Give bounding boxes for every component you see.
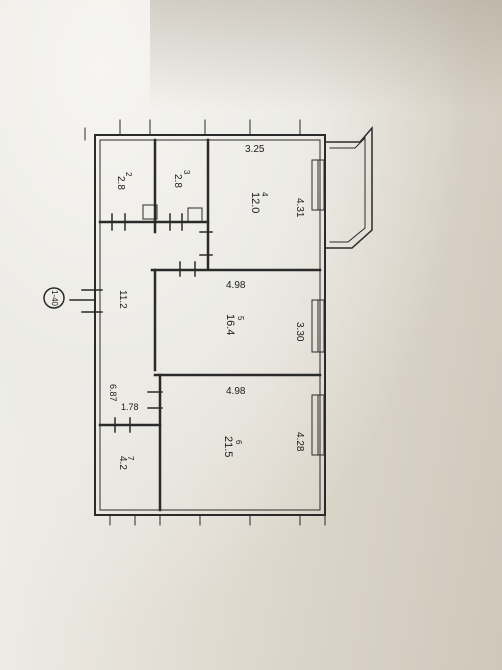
corridor-area: 11.2 bbox=[117, 290, 128, 309]
room-3-number: 3 bbox=[182, 170, 191, 175]
balcony bbox=[324, 125, 373, 249]
stamp-label: 1-40 bbox=[50, 290, 59, 307]
room-7-number: 7 bbox=[126, 456, 135, 461]
entrance-marks bbox=[69, 289, 103, 313]
dim-hall-length: 6.87 bbox=[108, 384, 118, 402]
dim-room6-width: 4.98 bbox=[226, 386, 246, 397]
stamp-circle bbox=[43, 287, 65, 309]
room-4-area: 12.0 bbox=[249, 192, 261, 213]
room-5-number: 5 bbox=[236, 316, 245, 321]
dim-room4-depth: 4.31 bbox=[294, 198, 305, 218]
room-4-number: 4 bbox=[260, 192, 269, 197]
door-marks bbox=[111, 213, 213, 433]
inner-wall bbox=[99, 139, 321, 511]
paper-shadow bbox=[150, 0, 502, 110]
dim-hall-width: 1.78 bbox=[121, 402, 139, 412]
room-5-area: 16.4 bbox=[224, 314, 236, 335]
windows bbox=[311, 159, 325, 456]
room-2-area: 2.8 bbox=[115, 176, 126, 190]
dim-room5-width: 4.98 bbox=[226, 280, 246, 291]
interior-walls bbox=[98, 138, 322, 512]
dim-room4-width: 3.25 bbox=[245, 144, 265, 155]
room-labels: 2 2.8 3 2.8 4 12.0 5 16.4 6 21.5 7 4.2 1… bbox=[115, 170, 269, 470]
dim-room5-depth: 3.30 bbox=[294, 322, 305, 342]
room-2-number: 2 bbox=[124, 172, 133, 177]
room-6-number: 6 bbox=[234, 440, 243, 445]
room-6-area: 21.5 bbox=[222, 436, 234, 457]
room-3-area: 2.8 bbox=[172, 174, 183, 188]
room-7-area: 4.2 bbox=[117, 456, 128, 470]
dim-room6-depth: 4.28 bbox=[294, 432, 305, 452]
